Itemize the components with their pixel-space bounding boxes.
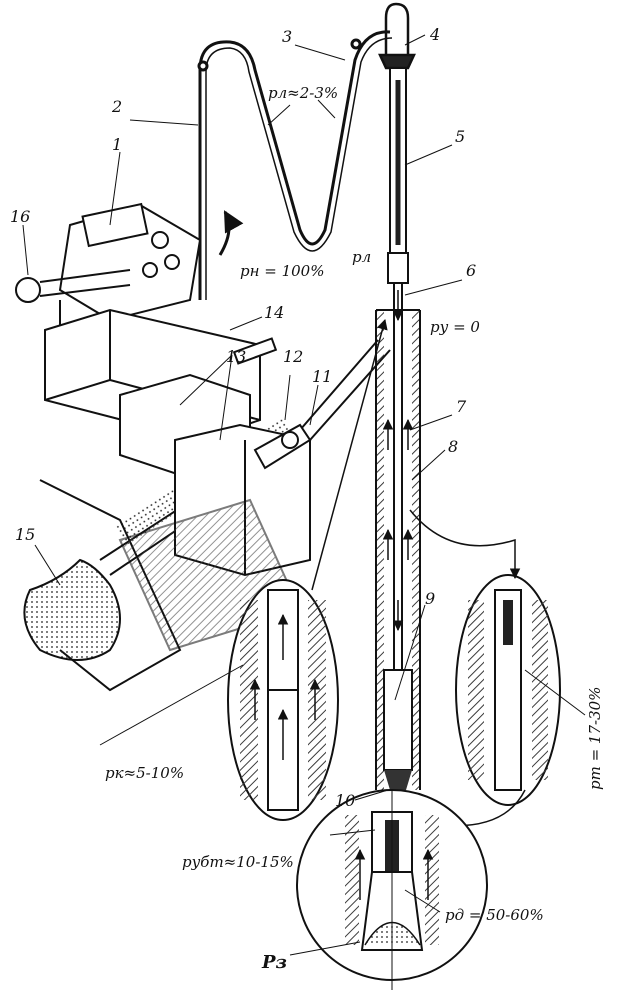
callout-9: 9 xyxy=(425,589,435,608)
rotary-hose-inner xyxy=(205,37,393,300)
label-p-n: pн = 100% xyxy=(240,262,324,280)
callout-7: 7 xyxy=(456,397,467,416)
callout-11: 11 xyxy=(312,367,332,386)
callout-1: 1 xyxy=(112,135,122,154)
label-p-z: Pз xyxy=(261,952,287,973)
callout-8: 8 xyxy=(448,437,458,456)
suction-line xyxy=(15,269,131,330)
callout-13: 13 xyxy=(226,347,246,366)
surface-line xyxy=(197,30,393,300)
swivel xyxy=(378,2,416,70)
callout-10: 10 xyxy=(335,791,355,810)
label-p-k: pк≈5-10% xyxy=(105,764,184,782)
inset-bit xyxy=(296,789,488,990)
kelly-and-drillstring xyxy=(387,67,409,790)
shale-shaker xyxy=(253,423,312,470)
label-p-l: pл xyxy=(352,248,371,266)
callout-numbers: 1 2 3 4 5 6 7 8 9 10 11 12 13 14 15 16 xyxy=(10,25,476,810)
callout-12: 12 xyxy=(283,347,303,366)
callout-2: 2 xyxy=(111,97,122,116)
callout-6: 6 xyxy=(466,261,476,280)
rotary-hose xyxy=(198,30,391,300)
drill-bit xyxy=(384,770,412,790)
downhole-motor xyxy=(383,669,413,771)
inset-drill-pipe xyxy=(227,318,388,821)
wellbore xyxy=(375,290,421,790)
callout-5: 5 xyxy=(455,127,465,146)
inset-tool-joint xyxy=(409,509,561,827)
callout-15: 15 xyxy=(15,525,35,544)
callout-14: 14 xyxy=(264,303,284,322)
mud-pump xyxy=(58,202,244,322)
label-p-ubt: pубт≈10-15% xyxy=(182,853,294,871)
callout-16: 16 xyxy=(10,207,30,226)
label-p-u: pу = 0 xyxy=(430,318,480,336)
label-p-l-percent: pл≈2-3% xyxy=(268,84,338,102)
callout-3: 3 xyxy=(282,27,292,46)
leader-lines xyxy=(22,34,586,956)
label-p-d: pд = 50-60% xyxy=(445,906,544,924)
label-p-t: pт = 17-30% xyxy=(586,687,604,790)
pressure-labels: pл≈2-3% pл pн = 100% pу = 0 pк≈5-10% pуб… xyxy=(105,84,604,973)
callout-4: 4 xyxy=(429,25,440,44)
